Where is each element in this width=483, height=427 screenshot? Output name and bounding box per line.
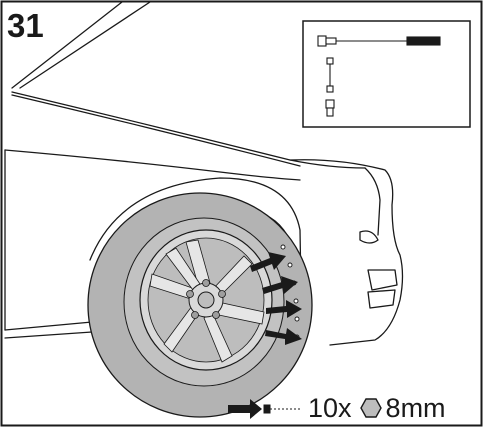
front-bumper: [289, 159, 404, 346]
fog-lamp: [359, 230, 379, 244]
hood-lower-line: [11, 94, 301, 167]
direction-arrow-icon: [250, 252, 286, 272]
bumper-vent: [367, 269, 398, 291]
fender-crease: [4, 149, 301, 181]
a-pillar-line: [11, 1, 123, 89]
wheel: [87, 192, 313, 418]
direction-arrow-icon: [266, 300, 302, 318]
wheel-arch: [89, 177, 303, 351]
tool-inset: [302, 20, 471, 128]
fastener-legend: [228, 399, 300, 419]
side-skirt-2: [4, 331, 93, 339]
step-number: 31: [7, 7, 44, 44]
fastener-size: 8mm: [385, 392, 446, 423]
screw-icon: [263, 404, 300, 414]
bumper-lip: [364, 167, 381, 236]
direction-arrow-icon: [228, 399, 262, 419]
windshield-line: [19, 1, 151, 89]
fastener-spec: 10x 8mm: [302, 393, 446, 423]
direction-arrows: [250, 252, 302, 345]
direction-arrow-icon: [262, 276, 298, 294]
hood-line: [11, 91, 366, 169]
rim-spokes: [149, 239, 265, 363]
lug-nuts: [186, 279, 226, 319]
fastener-count: 10x: [308, 392, 352, 423]
bumper-vent-2: [367, 289, 396, 309]
socket-wrench-extension-icon: [317, 35, 441, 117]
hex-head-icon: [359, 398, 382, 418]
hub-cap: [197, 291, 215, 309]
direction-arrow-icon: [265, 328, 302, 345]
side-skirt: [4, 321, 93, 331]
